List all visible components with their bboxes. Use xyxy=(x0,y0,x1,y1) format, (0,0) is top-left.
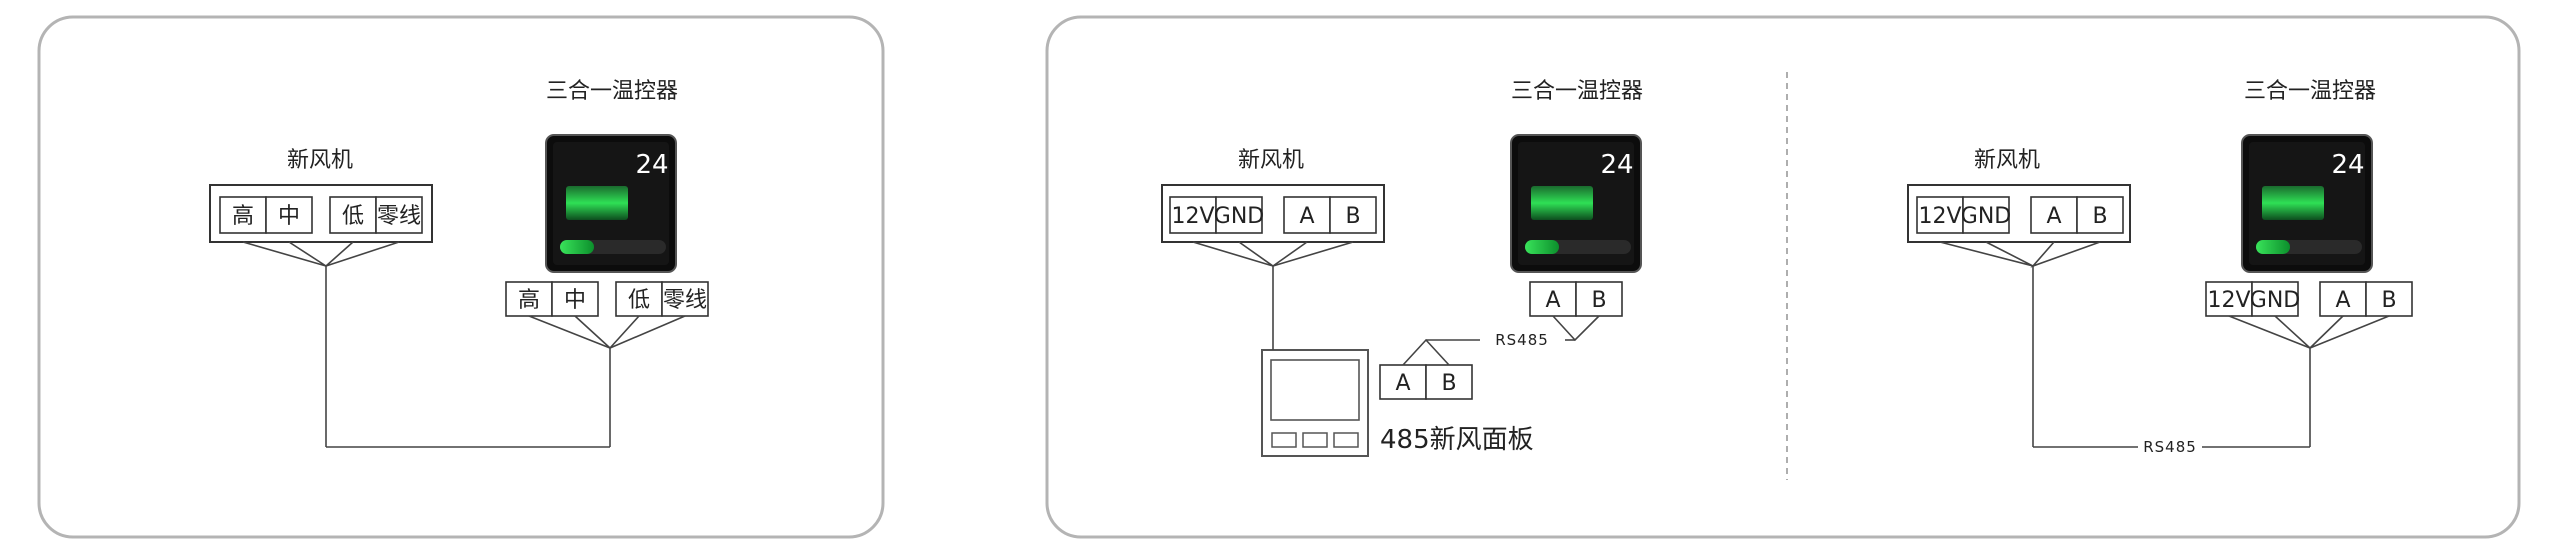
mid-thermostat-terminal-a: A xyxy=(1545,288,1560,313)
mid-fan-terminal-block: 12V GND A B xyxy=(1161,184,1385,243)
right-fan-terminal-12v: 12V xyxy=(1918,204,1961,229)
left-fan-terminal-block: 高 中 低 零线 xyxy=(209,184,433,243)
panel-terminal-block: A B xyxy=(1379,364,1473,400)
right-wiring xyxy=(1939,241,2390,448)
left-fan-terminal-neutral: 零线 xyxy=(377,204,421,229)
right-bus-label: RS485 xyxy=(2143,438,2197,456)
right-thermostat-temp: 24 xyxy=(2331,150,2364,180)
mid-wiring xyxy=(1192,241,1600,366)
left-thermostat-terminal-high: 高 xyxy=(518,288,540,313)
left-fan-terminal-high: 高 xyxy=(232,204,254,229)
right-fan-terminal-gnd: GND xyxy=(1961,204,2011,229)
right-fan-title: 新风机 xyxy=(1974,148,2040,173)
mid-bus-label: RS485 xyxy=(1495,331,1549,349)
mid-fan-terminal-12v: 12V xyxy=(1171,204,1214,229)
left-thermostat-temp: 24 xyxy=(635,150,668,180)
middle-diagram: 新风机 三合一温控器 12V GND A B 24 xyxy=(1161,79,1643,457)
left-thermostat-terminal-neutral: 零线 xyxy=(663,288,707,313)
left-thermostat-terminal-low: 低 xyxy=(628,288,650,313)
mid-thermostat-terminal-block: A B xyxy=(1529,281,1623,317)
left-thermostat-title: 三合一温控器 xyxy=(546,79,678,104)
mid-fan-terminal-gnd: GND xyxy=(1214,204,1264,229)
right-diagram-panel: 新风机 三合一温控器 12V GND A B 24 xyxy=(1045,15,2521,539)
left-diagram-panel: 新风机 三合一温控器 高 中 低 零线 24 xyxy=(37,15,885,539)
left-thermostat-terminal-block: 高 中 低 零线 xyxy=(505,281,709,317)
right-thermostat-terminal-b: B xyxy=(2381,288,2396,313)
left-fan-title: 新风机 xyxy=(287,148,353,173)
left-fan-terminal-low: 低 xyxy=(342,204,364,229)
right-thermostat-terminal-gnd: GND xyxy=(2250,288,2300,313)
right-panel-frame xyxy=(1045,15,2521,539)
left-panel-frame xyxy=(37,15,885,539)
mid-thermostat-title: 三合一温控器 xyxy=(1511,79,1643,104)
mid-fan-terminal-b: B xyxy=(1345,204,1360,229)
right-thermostat-terminal-a: A xyxy=(2335,288,2350,313)
right-thermostat-terminal-block: 12V GND A B xyxy=(2205,281,2413,317)
panel-terminal-b: B xyxy=(1441,371,1456,396)
right-thermostat-device-icon: 24 xyxy=(2241,134,2373,273)
right-fan-terminal-block: 12V GND A B xyxy=(1907,184,2131,243)
right-diagram: 新风机 三合一温控器 12V GND A B 24 xyxy=(1907,79,2413,456)
right-fan-terminal-b: B xyxy=(2092,204,2107,229)
left-fan-terminal-mid: 中 xyxy=(278,204,300,229)
left-thermostat-terminal-mid: 中 xyxy=(564,288,586,313)
fan-panel-device-icon xyxy=(1261,349,1369,457)
mid-thermostat-temp: 24 xyxy=(1600,150,1633,180)
mid-thermostat-device-icon: 24 xyxy=(1510,134,1642,273)
panel-label: 485新风面板 xyxy=(1380,425,1534,455)
left-wiring xyxy=(242,241,686,448)
mid-thermostat-terminal-b: B xyxy=(1591,288,1606,313)
right-fan-terminal-a: A xyxy=(2046,204,2061,229)
left-thermostat-device-icon: 24 xyxy=(545,134,677,273)
right-thermostat-terminal-12v: 12V xyxy=(2207,288,2250,313)
mid-fan-terminal-a: A xyxy=(1299,204,1314,229)
right-thermostat-title: 三合一温控器 xyxy=(2244,79,2376,104)
mid-fan-title: 新风机 xyxy=(1238,148,1304,173)
panel-terminal-a: A xyxy=(1395,371,1410,396)
